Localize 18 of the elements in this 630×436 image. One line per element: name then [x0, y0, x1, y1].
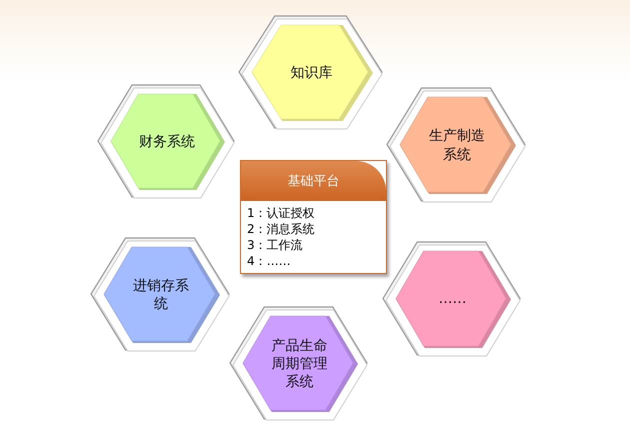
hexagon-node [97, 84, 237, 200]
hexagon-node [238, 15, 385, 131]
card-header: 基础平台 [241, 161, 386, 201]
node-label: 知识库 [289, 64, 334, 82]
hexagon-node [229, 306, 370, 422]
hexagon-node [386, 87, 528, 204]
node-label: …… [437, 290, 468, 309]
list-item: 1：认证授权 [246, 205, 316, 221]
list-item: 3：工作流 [246, 237, 304, 253]
node-label: 财务系统 [138, 132, 196, 152]
list-item: 4：…… [246, 253, 292, 269]
hexagon-node [90, 237, 232, 353]
node-label: 产品生命周期管理系统 [270, 336, 328, 392]
node-label: 进销存系统 [132, 276, 190, 314]
node-label: 生产制造系统 [428, 127, 486, 164]
platform-card [240, 160, 387, 274]
hexagon-node [382, 241, 523, 358]
list-item: 2：消息系统 [246, 221, 316, 237]
